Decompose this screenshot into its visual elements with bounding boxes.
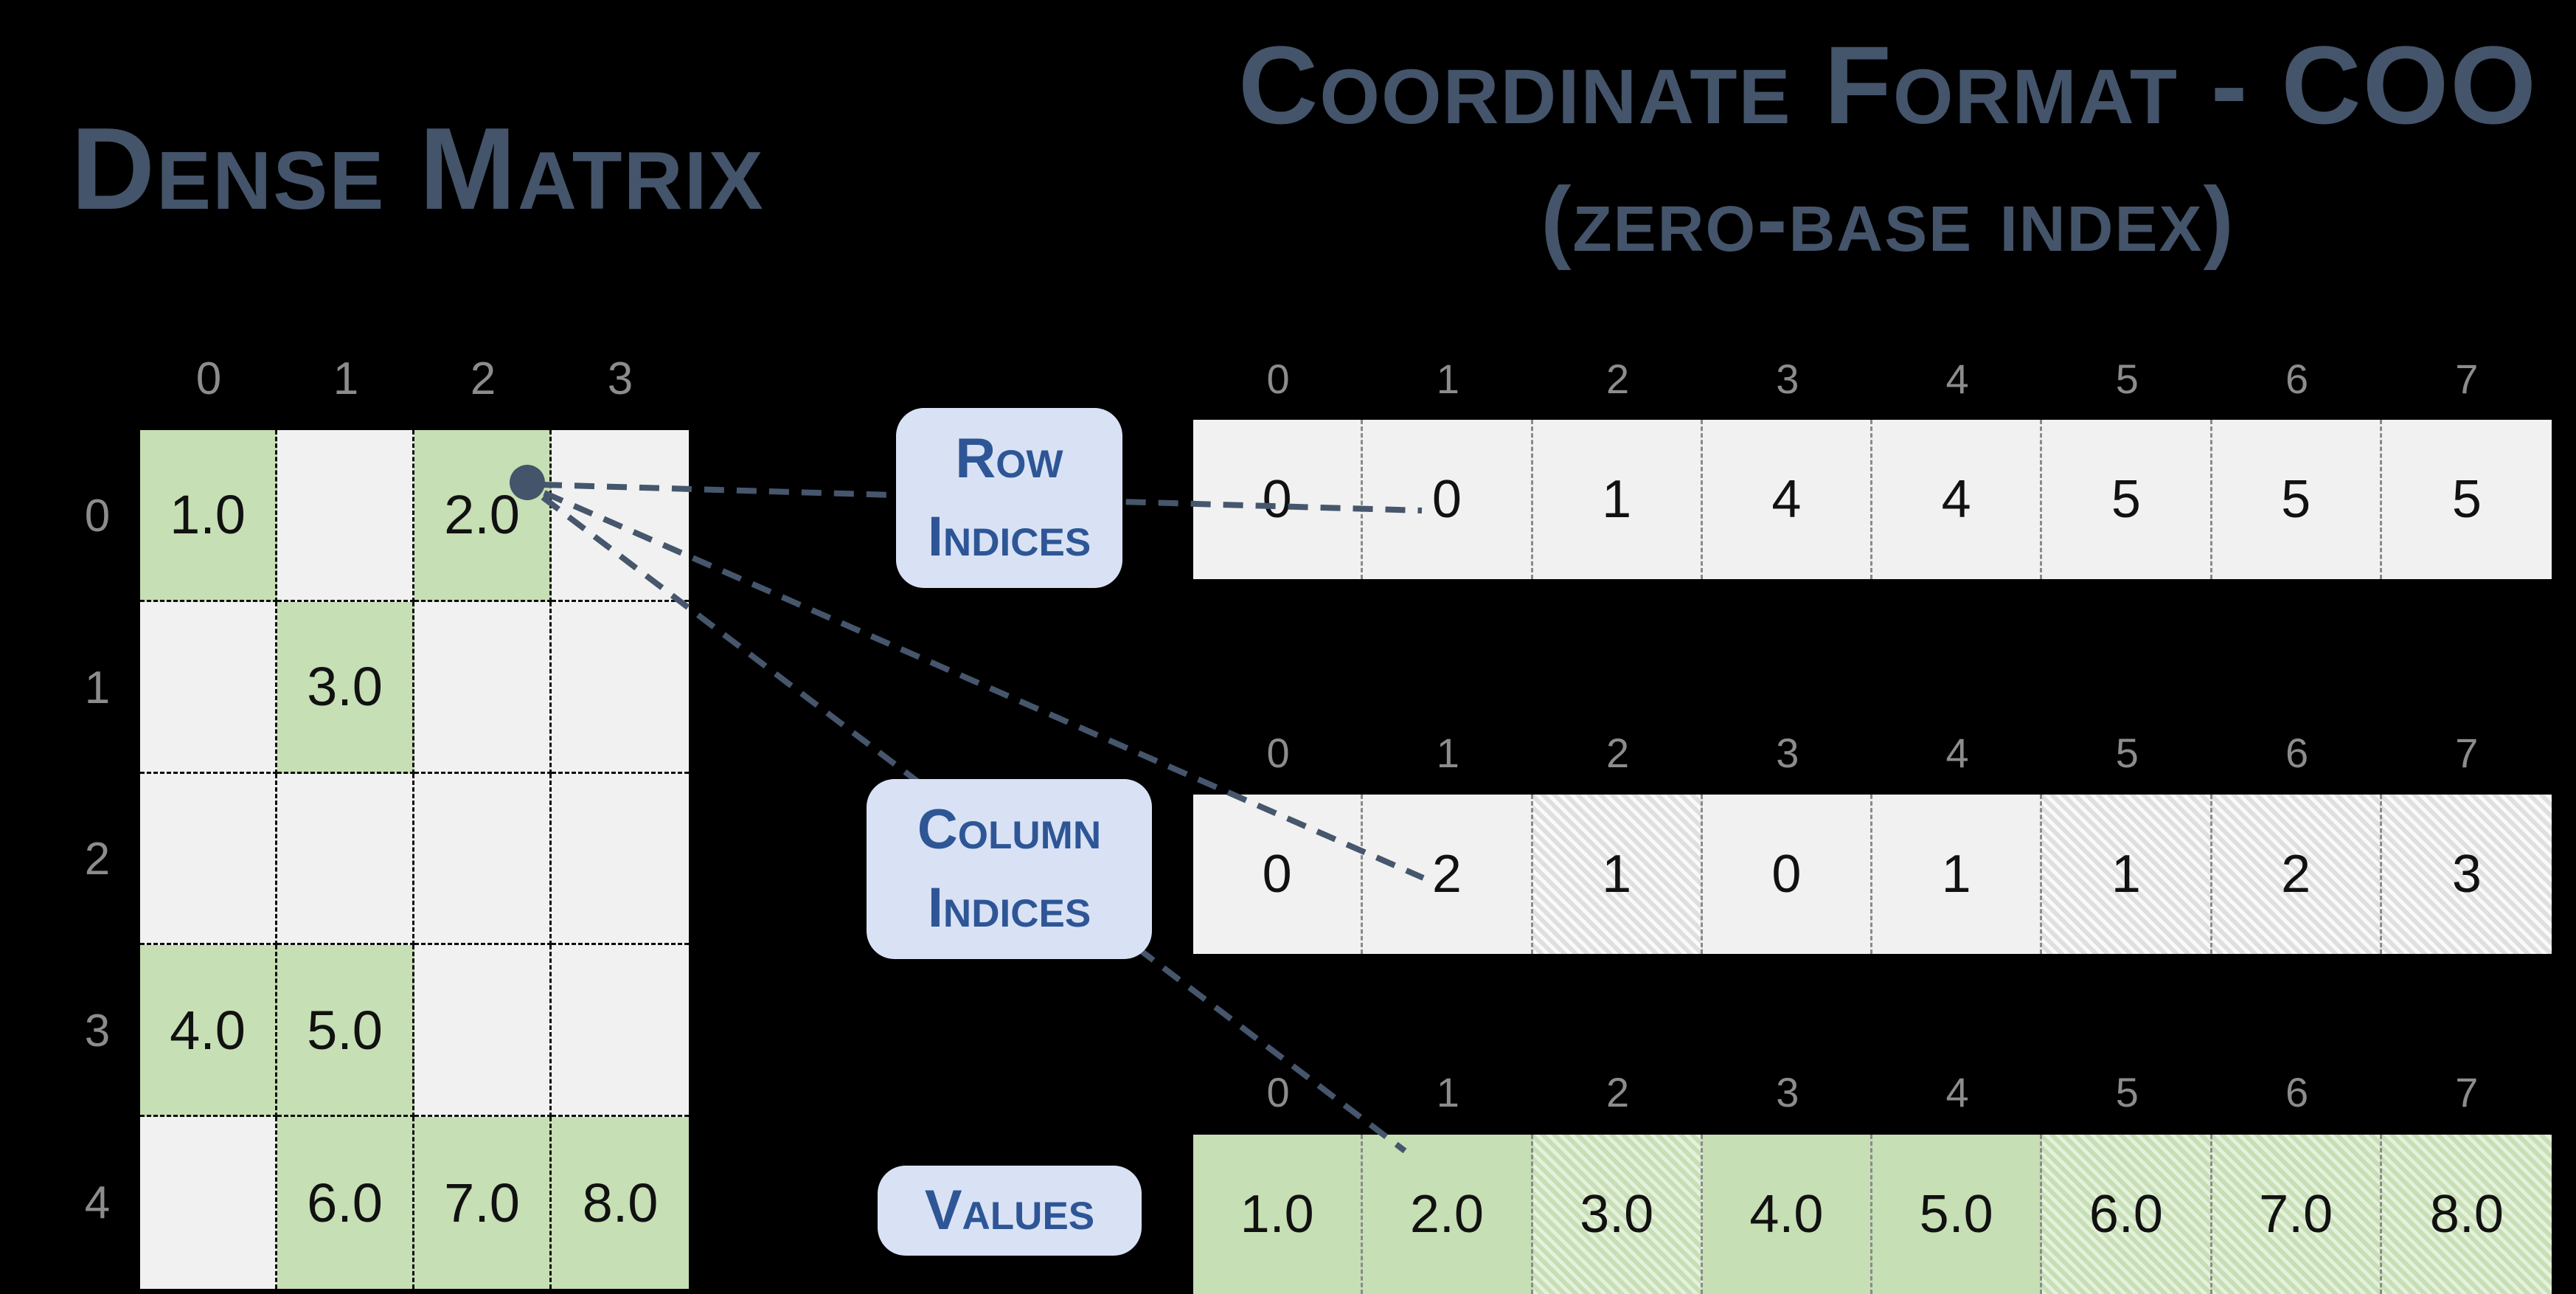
dense-cell-r2c0: [140, 773, 277, 946]
column-indices-label-line2: Indices: [927, 876, 1091, 939]
values-cell-7: 8.0: [2381, 1135, 2552, 1294]
row-indices-array: 0 0 1 4 4 5 5 5: [1193, 420, 2552, 579]
row-indices-label: Row Indices: [896, 408, 1122, 588]
array-index-header: 0: [1266, 729, 1290, 776]
row-indices-headers: 0 1 2 3 4 5 6 7: [1193, 345, 2552, 412]
dense-cell-r2c3: [552, 773, 689, 946]
array-index-header: 6: [2285, 1068, 2309, 1115]
dense-col-header: 1: [333, 353, 359, 404]
column-indices-cell-4: 1: [1872, 795, 2043, 954]
array-index-header: 2: [1606, 729, 1630, 776]
dense-row-headers: 0 1 2 3 4: [68, 430, 127, 1289]
dense-row-header: 1: [84, 662, 111, 713]
array-index-header: 7: [2455, 1068, 2479, 1115]
dense-cell-r1c2: [414, 601, 552, 774]
dense-cell-r3c1: 5.0: [277, 945, 414, 1118]
row-indices-cell-3: 4: [1702, 420, 1872, 579]
column-indices-cell-2: 1: [1532, 795, 1703, 954]
coo-title-line1: Coordinate Format - COO: [1238, 23, 2538, 147]
dense-cell-r0c1: [277, 430, 414, 602]
dense-cell-r2c2: [414, 773, 552, 946]
row-indices-cell-6: 5: [2212, 420, 2382, 579]
array-index-header: 1: [1436, 1068, 1459, 1115]
dense-cell-r4c3: 8.0: [552, 1117, 689, 1289]
values-cell-4: 5.0: [1872, 1135, 2043, 1294]
dense-cell-r4c1: 6.0: [277, 1117, 414, 1289]
array-index-header: 3: [1776, 729, 1799, 776]
array-index-header: 2: [1606, 355, 1630, 402]
column-indices-cell-1: 2: [1363, 795, 1533, 954]
dense-cell-r0c3: [552, 430, 689, 602]
values-label: Values: [878, 1166, 1142, 1256]
dense-cell-r3c3: [552, 945, 689, 1118]
dense-cell-r1c0: [140, 601, 277, 774]
array-index-header: 0: [1266, 1068, 1290, 1115]
dense-cell-r4c0: [140, 1117, 277, 1289]
row-indices-cell-5: 5: [2042, 420, 2212, 579]
row-indices-cell-0: 0: [1193, 420, 1364, 579]
values-headers: 0 1 2 3 4 5 6 7: [1193, 1059, 2552, 1125]
array-index-header: 6: [2285, 355, 2309, 402]
row-indices-cell-2: 1: [1532, 420, 1703, 579]
row-indices-cell-4: 4: [1872, 420, 2043, 579]
array-index-header: 4: [1945, 1068, 1969, 1115]
column-indices-headers: 0 1 2 3 4 5 6 7: [1193, 719, 2552, 786]
array-index-header: 6: [2285, 729, 2309, 776]
array-index-header: 5: [2115, 729, 2139, 776]
dense-row-header: 2: [84, 834, 111, 885]
array-index-header: 3: [1776, 1068, 1799, 1115]
dense-cell-r1c3: [552, 601, 689, 774]
array-index-header: 7: [2455, 729, 2479, 776]
column-indices-cell-6: 2: [2212, 795, 2382, 954]
column-indices-label: Column Indices: [867, 779, 1152, 959]
dense-cell-r2c1: [277, 773, 414, 946]
dense-col-header: 2: [470, 353, 496, 404]
array-index-header: 7: [2455, 355, 2479, 402]
dense-cell-r0c2: 2.0: [414, 430, 552, 602]
values-label-text: Values: [924, 1179, 1095, 1242]
values-cell-2: 3.0: [1532, 1135, 1703, 1294]
values-cell-6: 7.0: [2212, 1135, 2382, 1294]
dense-row-header: 4: [84, 1177, 111, 1229]
values-cell-0: 1.0: [1193, 1135, 1364, 1294]
values-cell-3: 4.0: [1702, 1135, 1872, 1294]
array-index-header: 3: [1776, 355, 1799, 402]
values-cell-1: 2.0: [1363, 1135, 1533, 1294]
array-index-header: 0: [1266, 355, 1290, 402]
row-indices-cell-1: 0: [1363, 420, 1533, 579]
column-indices-cell-7: 3: [2381, 795, 2552, 954]
dense-cell-r1c1: 3.0: [277, 601, 414, 774]
column-indices-cell-5: 1: [2042, 795, 2212, 954]
dense-cell-r3c2: [414, 945, 552, 1118]
column-indices-cell-0: 0: [1193, 795, 1364, 954]
array-index-header: 1: [1436, 355, 1459, 402]
dense-row-header: 0: [84, 490, 111, 542]
array-index-header: 4: [1945, 729, 1969, 776]
dense-column-headers: 0 1 2 3: [140, 345, 689, 412]
dense-row-header: 3: [84, 1006, 111, 1057]
row-indices-cell-7: 5: [2381, 420, 2552, 579]
array-index-header: 4: [1945, 355, 1969, 402]
values-array: 1.0 2.0 3.0 4.0 5.0 6.0 7.0 8.0: [1193, 1135, 2552, 1294]
dense-matrix-title: Dense Matrix: [71, 104, 765, 234]
array-index-header: 5: [2115, 1068, 2139, 1115]
dense-col-header: 0: [195, 353, 222, 404]
coo-format-title: Coordinate Format - COO (zero-base index…: [1209, 30, 2566, 266]
dense-cell-r3c0: 4.0: [140, 945, 277, 1118]
dense-col-header: 3: [607, 353, 633, 404]
dense-matrix-grid: 1.0 2.0 3.0 4.0 5.0 6.0 7.0 8.0: [140, 430, 689, 1289]
dense-cell-r4c2: 7.0: [414, 1117, 552, 1289]
row-indices-label-line2: Indices: [927, 505, 1091, 568]
array-index-header: 1: [1436, 729, 1459, 776]
column-indices-cell-3: 0: [1702, 795, 1872, 954]
column-indices-array: 0 2 1 0 1 1 2 3: [1193, 795, 2552, 954]
row-indices-label-line1: Row: [955, 427, 1063, 490]
values-cell-5: 6.0: [2042, 1135, 2212, 1294]
coo-title-line2: (zero-base index): [1541, 169, 2235, 271]
dense-cell-r0c0: 1.0: [140, 430, 277, 602]
column-indices-label-line1: Column: [917, 798, 1102, 861]
array-index-header: 2: [1606, 1068, 1630, 1115]
array-index-header: 5: [2115, 355, 2139, 402]
